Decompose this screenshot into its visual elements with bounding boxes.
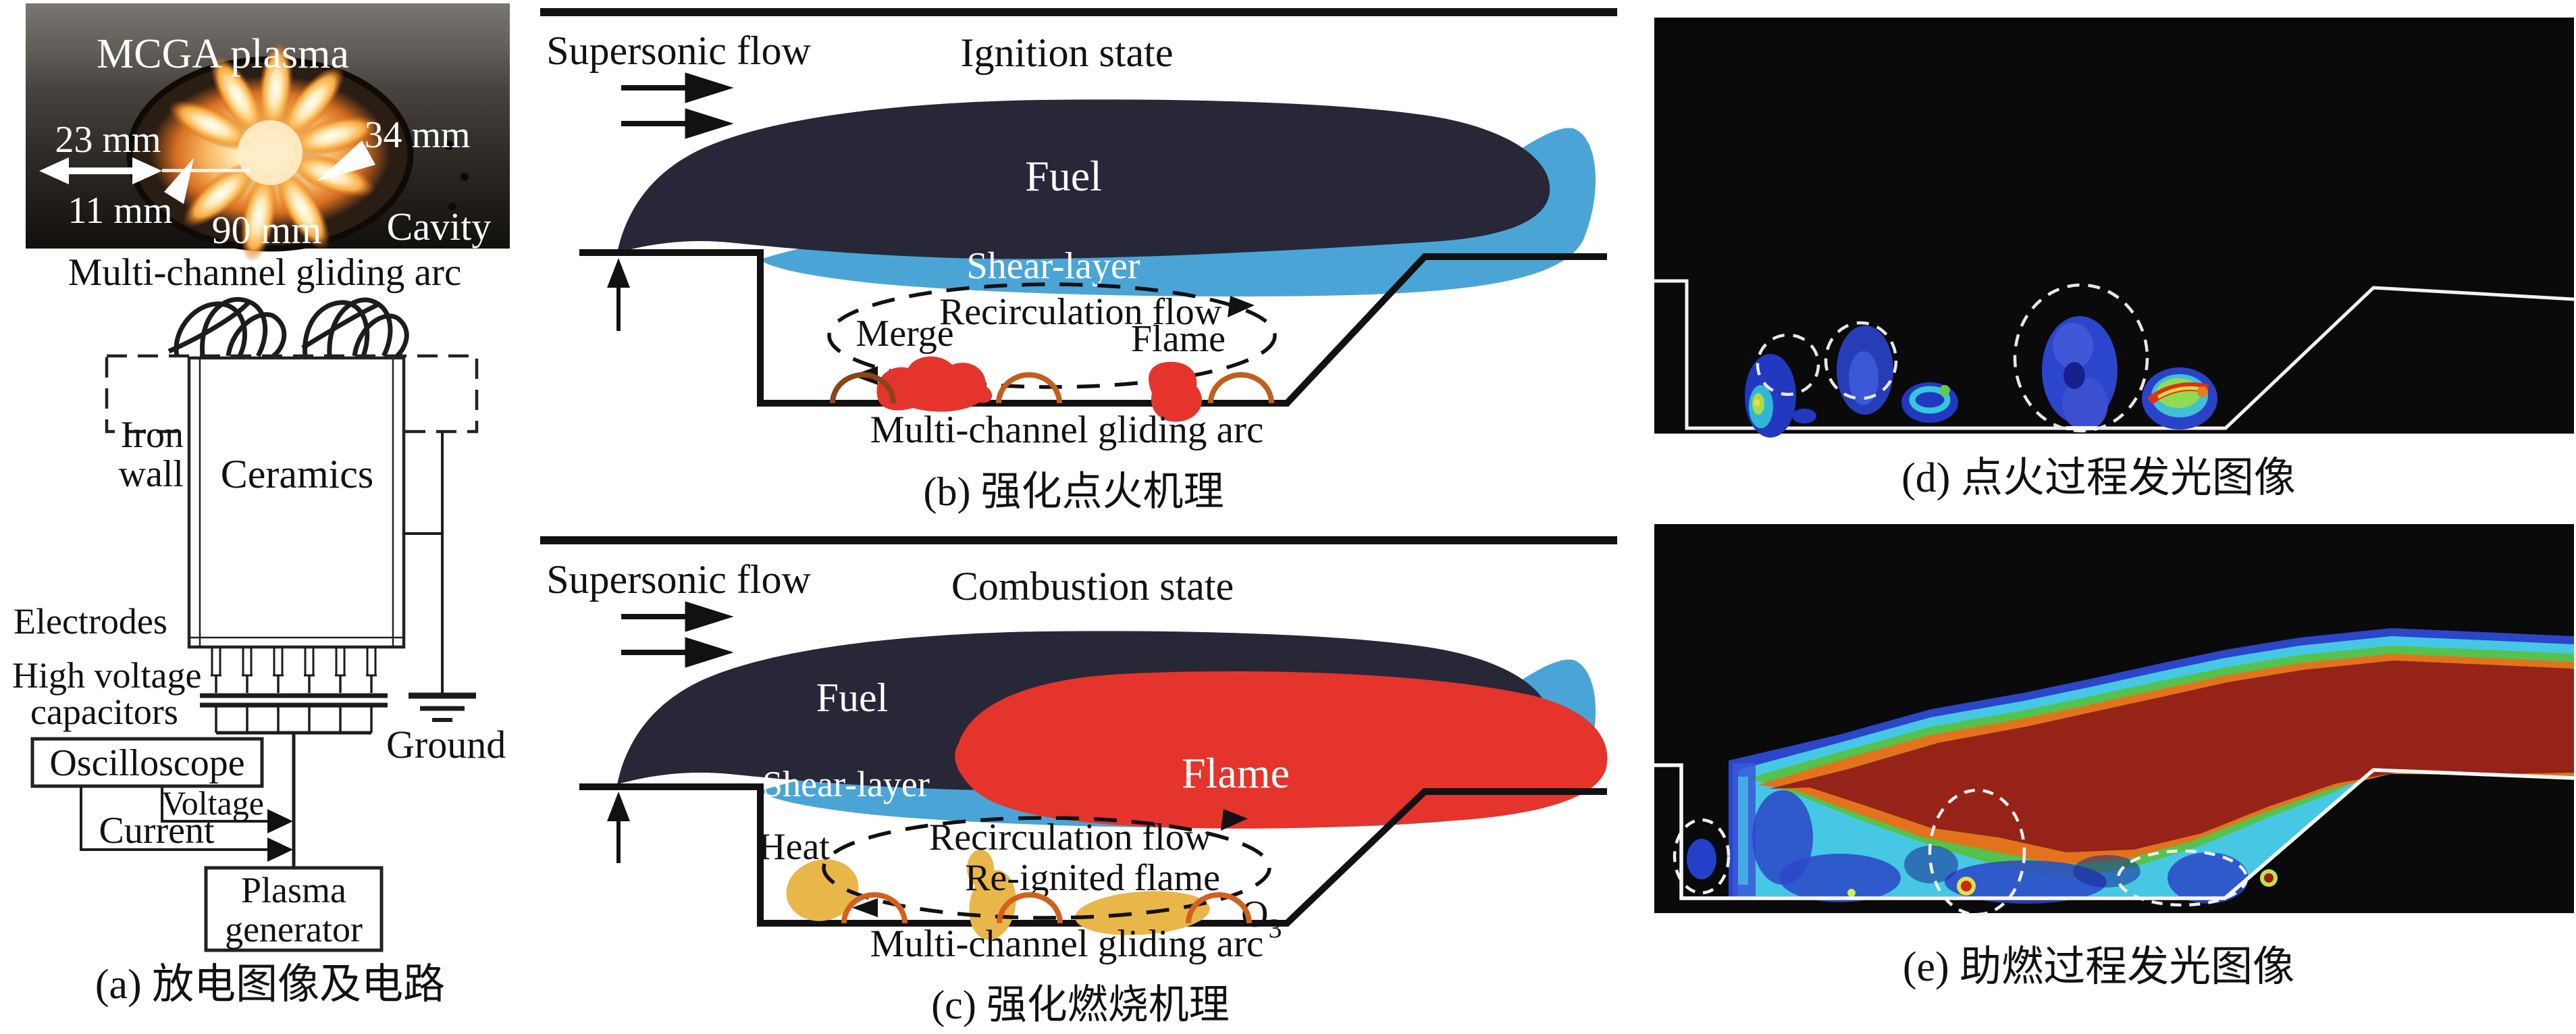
combustor-outline <box>1654 279 2575 430</box>
gliding-arc-label: Multi-channel gliding arc <box>870 923 1264 965</box>
pin-group <box>200 647 388 733</box>
iron-wall-label-line1: Iron <box>121 414 184 456</box>
flame-plume <box>1729 628 2574 898</box>
current-label: Current <box>99 810 215 852</box>
panel-b-caption: (b) 强化点火机理 <box>924 469 1224 514</box>
photo-title: MCGA plasma <box>97 31 349 77</box>
mcga-photo: MCGA plasma 34 mm 23 mm 11 mm 90 mm Cavi… <box>26 3 510 263</box>
heat-pocket-shape <box>969 870 1016 940</box>
cavity-label: Cavity <box>387 205 492 249</box>
electrode-pins-and-capacitors <box>200 647 388 868</box>
merge-label: Merge <box>856 313 953 355</box>
recirc-arrowhead-top-icon <box>1221 809 1248 831</box>
cavity-wall <box>579 249 1607 407</box>
flame-core-dark-red <box>1769 661 2574 852</box>
dim-23mm-label: 23 mm <box>55 119 161 161</box>
panel-c-caption: (c) 强化燃烧机理 <box>931 983 1230 1027</box>
panel-a-caption: (a) 放电图像及电路 <box>95 962 445 1008</box>
gliding-arc-coils-icon <box>830 372 1274 404</box>
electrodes-label: Electrodes <box>14 601 167 642</box>
current-wire <box>80 786 269 851</box>
flow-arrows-icon <box>621 601 734 668</box>
panel-b: Supersonic flow Ignition state Fuel Shea… <box>540 8 1617 514</box>
dim-23mm-double-arrow-icon <box>39 157 250 184</box>
flame-kernels <box>876 356 1203 422</box>
ceramics-box <box>187 356 406 649</box>
plasma-generator-label-line1: Plasma <box>241 870 346 910</box>
heat-label: Heat <box>758 826 830 868</box>
flame-label: Flame <box>1131 318 1226 360</box>
flow-arrows-icon <box>621 72 734 139</box>
current-arrowhead-icon <box>267 837 293 862</box>
heat-pocket-shape <box>967 850 994 887</box>
panel-d-caption: (d) 点火过程发光图像 <box>1901 455 2296 501</box>
flame-kernel-shape <box>1149 361 1203 422</box>
arc-filaments <box>167 296 409 358</box>
ground-label: Ground <box>386 723 506 767</box>
voltage-label: Voltage <box>161 784 264 822</box>
dim-11mm-arrowhead-icon <box>164 158 194 204</box>
panel-e: (e) 助燃过程发光图像 <box>1654 524 2575 990</box>
voltage-arrowhead-icon <box>267 809 293 833</box>
voltage-wire <box>161 786 269 823</box>
panel-c: Supersonic flow Combustion state Fuel Fl… <box>540 536 1617 1027</box>
injector-arrow-icon <box>607 258 630 331</box>
cavity-luminosity-patches <box>1687 763 2278 904</box>
dim-11mm-label: 11 mm <box>68 190 172 232</box>
heat-pockets <box>786 850 1210 940</box>
panels-d-e: (d) 点火过程发光图像 <box>1654 18 2575 990</box>
recirculation-ellipse <box>822 816 1271 920</box>
panels-b-c: Supersonic flow Ignition state Fuel Shea… <box>540 8 1617 1027</box>
dim-90mm-label: 90 mm <box>212 208 322 252</box>
dim-34mm-arrowhead-icon <box>317 140 375 181</box>
shear-layer-label: Shear-layer <box>967 245 1140 287</box>
heat-pocket-shape <box>786 859 859 921</box>
recirc-arrowhead-bottom-icon <box>852 898 878 917</box>
combustor-outline <box>1654 763 2575 900</box>
panel-a: MCGA plasma 34 mm 23 mm 11 mm 90 mm Cavi… <box>12 3 510 1008</box>
recirc-arrowhead-top-icon <box>1228 296 1255 317</box>
reignited-flame-label: Re-ignited flame <box>965 857 1220 899</box>
combustion-state-label: Combustion state <box>951 564 1234 609</box>
photo-caption: Multi-channel gliding arc <box>68 251 462 294</box>
circuit-diagram: Ceramics Iron wall Ground Electrodes Hig… <box>12 296 506 952</box>
oscilloscope-box <box>30 737 264 788</box>
fuel-jet-shape <box>617 99 1550 259</box>
cavity-wall-holes <box>444 140 469 211</box>
plasma-generator-box <box>204 866 384 952</box>
supersonic-flow-label: Supersonic flow <box>546 557 811 602</box>
shear-layer-label: Shear-layer <box>762 764 930 804</box>
hv-capacitors-label-line2: capacitors <box>30 692 178 732</box>
iron-wall-label-line2: wall <box>119 453 184 495</box>
luminous-spots <box>1745 316 2217 438</box>
fuel-label: Fuel <box>1025 152 1102 200</box>
oscilloscope-label: Oscilloscope <box>49 742 244 784</box>
panel-e-caption: (e) 助燃过程发光图像 <box>1903 944 2294 990</box>
recirculation-dashed-circles <box>1756 283 2149 433</box>
merge-kernel-shape <box>876 356 993 412</box>
heat-pocket-shape <box>1075 891 1210 935</box>
fuel-label: Fuel <box>816 675 889 720</box>
dim-34mm-label: 34 mm <box>364 114 470 156</box>
ceramics-label: Ceramics <box>221 452 374 496</box>
panel-d: (d) 点火过程发光图像 <box>1654 18 2575 501</box>
ignition-state-label: Ignition state <box>961 30 1174 75</box>
gliding-arc-coils-icon <box>841 892 1252 924</box>
injector-arrow-icon <box>607 792 630 863</box>
plasma-generator-label-line2: generator <box>225 909 363 950</box>
recirculation-label: Recirculation flow <box>939 291 1222 333</box>
hv-capacitors-label-line1: High voltage <box>12 655 201 696</box>
gliding-arc-label: Multi-channel gliding arc <box>870 409 1264 451</box>
flame-label: Flame <box>1182 749 1290 797</box>
cavity-wall <box>579 783 1607 927</box>
ground-symbol-icon <box>409 692 476 722</box>
recirculation-label: Recirculation flow <box>929 817 1212 858</box>
supersonic-flow-label: Supersonic flow <box>546 28 811 73</box>
